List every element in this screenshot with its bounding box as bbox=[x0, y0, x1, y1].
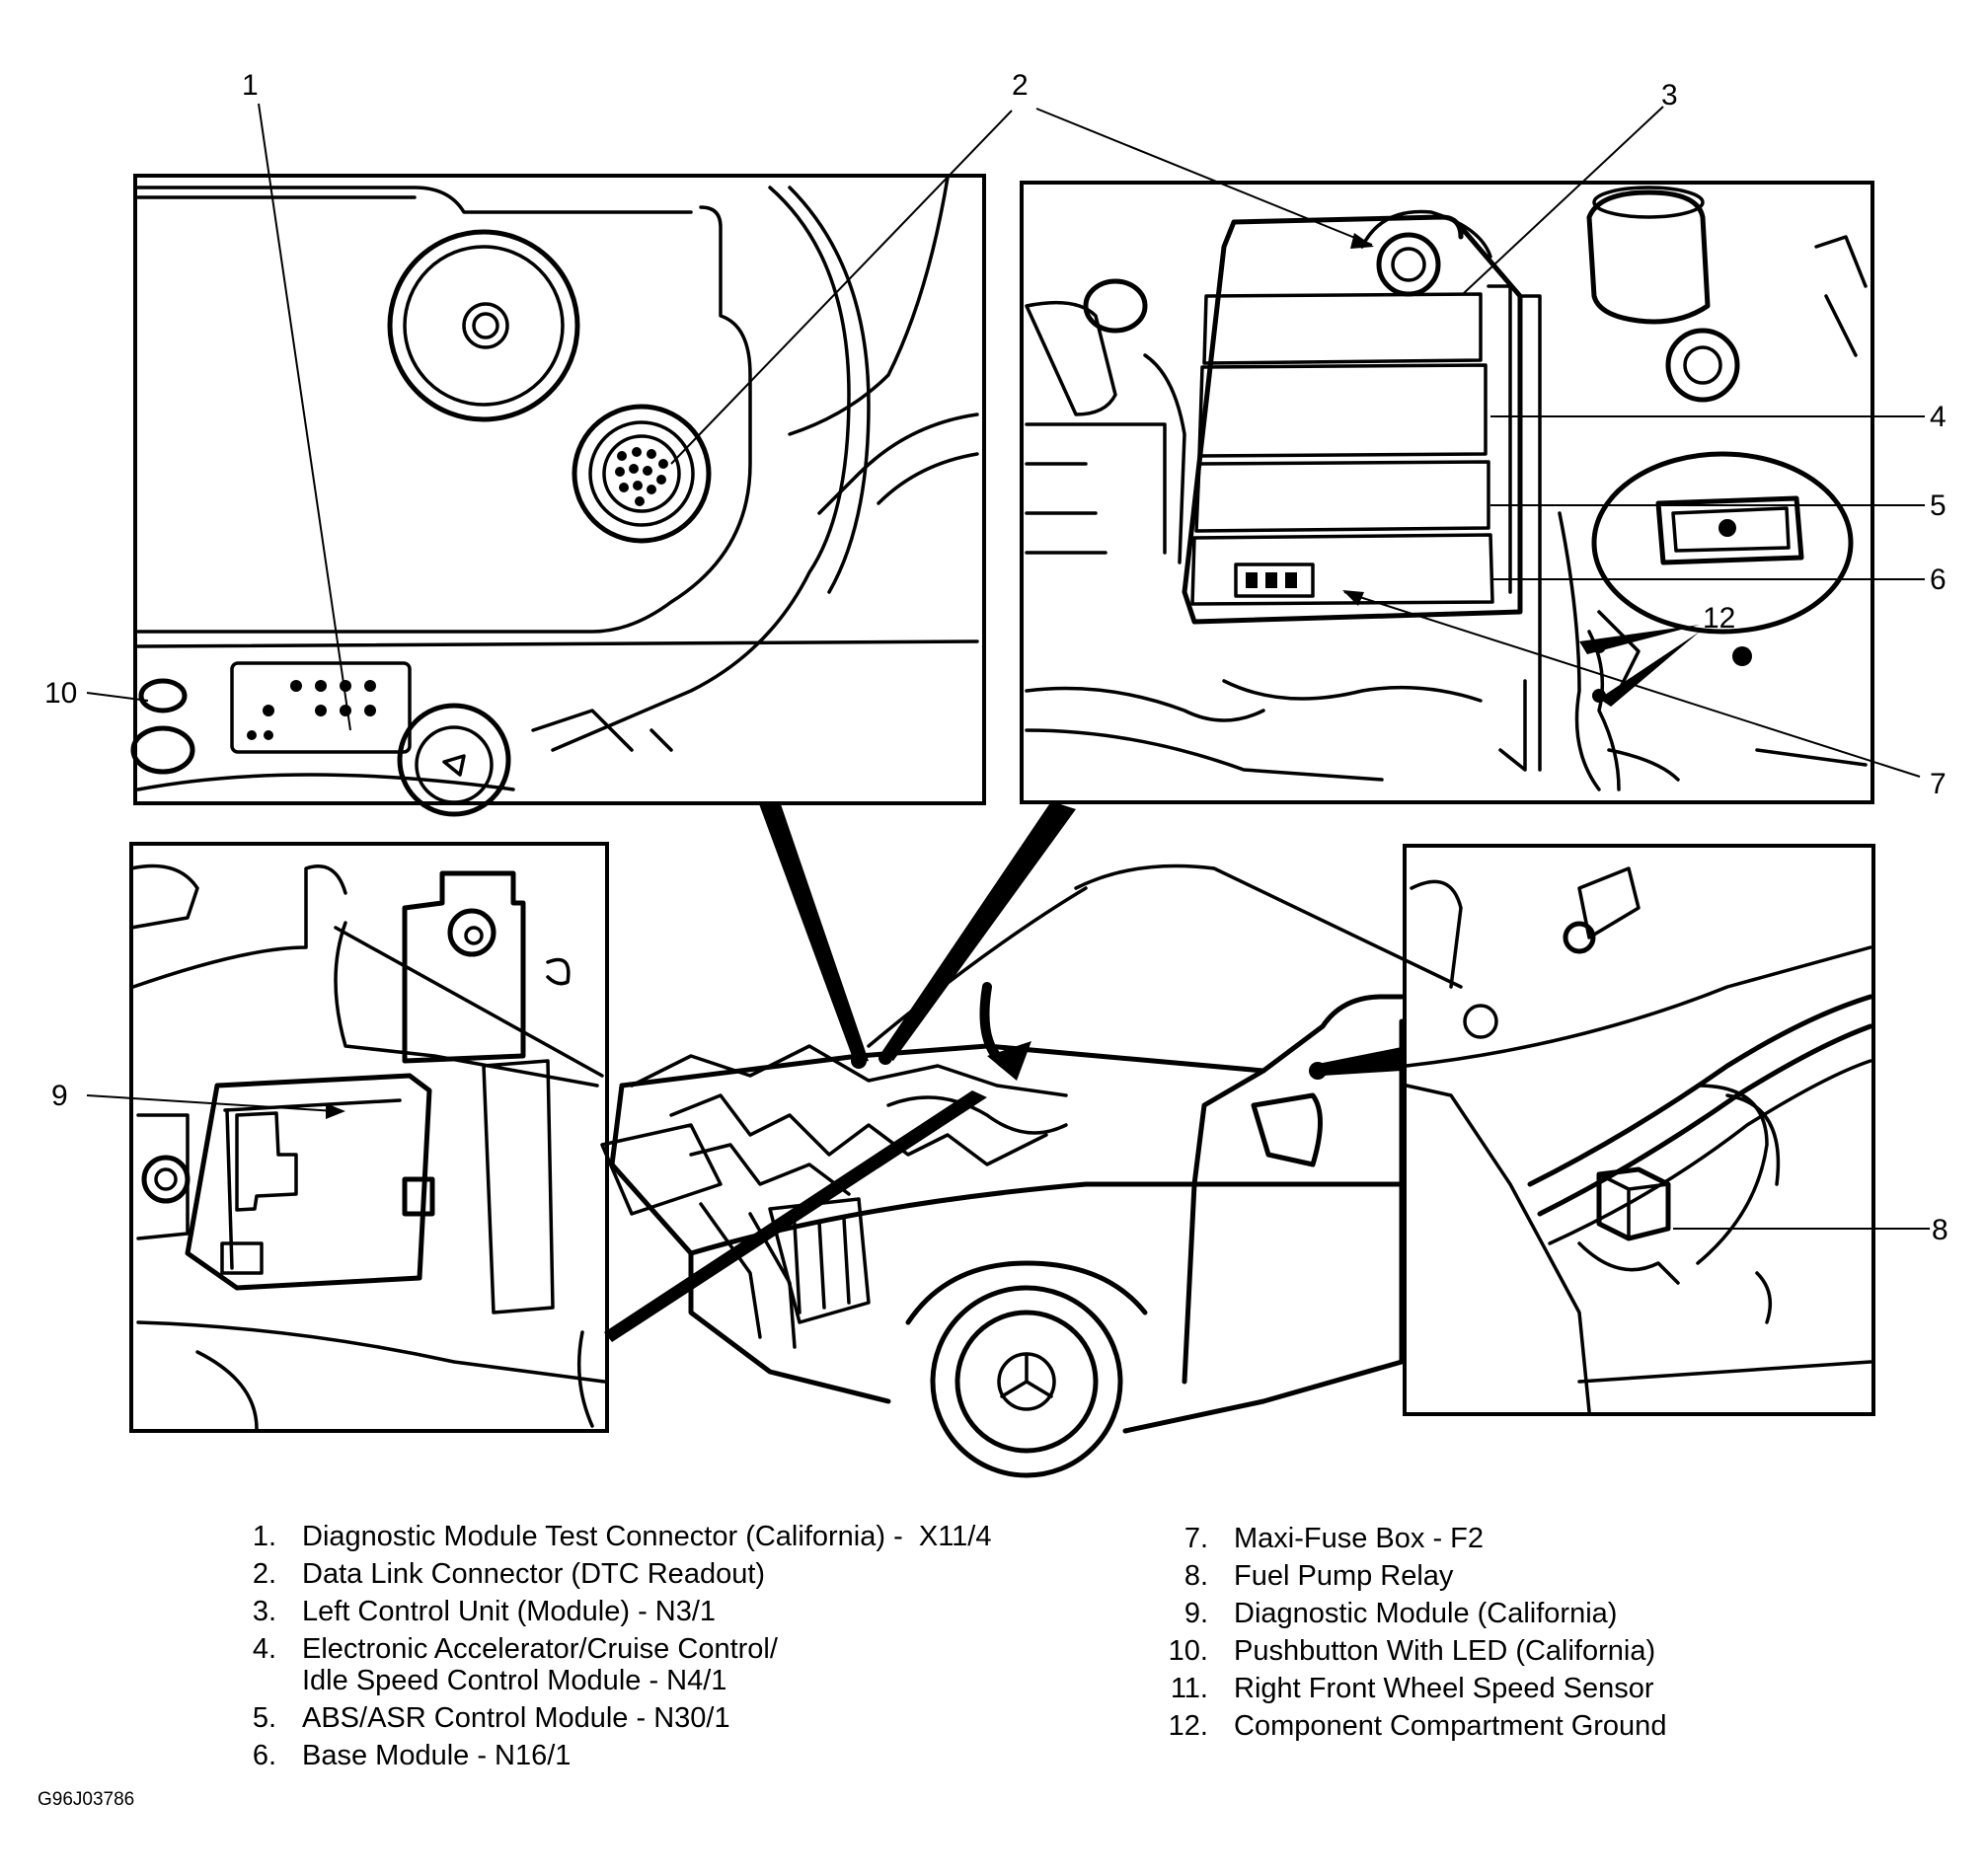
legend-item: 2. Data Link Connector (DTC Readout) bbox=[225, 1555, 991, 1593]
leader-2b bbox=[1035, 108, 1373, 246]
legend-number: 7. bbox=[1183, 1523, 1208, 1554]
callout-4: 4 bbox=[1930, 401, 1947, 433]
legend-number: 9. bbox=[1183, 1598, 1208, 1629]
legend-number: 1. bbox=[252, 1521, 276, 1552]
legend-label: Diagnostic Module (California) bbox=[1234, 1598, 1618, 1629]
callout-7: 7 bbox=[1930, 768, 1947, 800]
callout-10: 10 bbox=[44, 677, 78, 710]
legend-label: ABS/ASR Control Module - N30/1 bbox=[302, 1702, 730, 1734]
leader-1 bbox=[258, 103, 351, 731]
legend-number: 4. bbox=[252, 1633, 276, 1665]
callout-8: 8 bbox=[1932, 1214, 1948, 1246]
callout-2: 2 bbox=[1012, 69, 1029, 102]
legend-item: 1. Diagnostic Module Test Connector (Cali… bbox=[225, 1518, 992, 1555]
callout-9: 9 bbox=[51, 1080, 68, 1112]
legend-item: 5. ABS/ASR Control Module - N30/1 bbox=[225, 1699, 991, 1737]
leader-12a bbox=[1579, 625, 1700, 654]
legend-item: 6. Base Module - N16/1 bbox=[225, 1737, 991, 1774]
legend-label: Electronic Accelerator/Cruise Control/ bbox=[302, 1633, 778, 1665]
legend-number: 5. bbox=[252, 1702, 276, 1734]
legend-label: Left Control Unit (Module) - N3/1 bbox=[302, 1596, 717, 1627]
legend-number: 12. bbox=[1168, 1710, 1208, 1742]
legend-number: 3. bbox=[252, 1596, 276, 1627]
legend-item: 11. Right Front Wheel Speed Sensor bbox=[1157, 1670, 1666, 1707]
legend-left: 1. Diagnostic Module Test Connector (Cali… bbox=[225, 1518, 992, 1774]
callout-3: 3 bbox=[1661, 79, 1678, 112]
legend-number bbox=[225, 1662, 302, 1699]
callout-1: 1 bbox=[242, 69, 259, 102]
legend-item: 7. Maxi-Fuse Box - F2 bbox=[1157, 1520, 1666, 1557]
legend-number: 10. bbox=[1168, 1635, 1208, 1667]
legend-label: Component Compartment Ground bbox=[1234, 1710, 1667, 1742]
legend-label: Maxi-Fuse Box - F2 bbox=[1234, 1523, 1484, 1554]
legend-label: Diagnostic Module Test Connector (Califo… bbox=[302, 1521, 992, 1552]
legend-label: Pushbutton With LED (California) bbox=[1234, 1635, 1656, 1667]
callout-5: 5 bbox=[1930, 489, 1947, 522]
legend-label: Base Module - N16/1 bbox=[302, 1740, 572, 1771]
connector-pins bbox=[615, 447, 668, 506]
legend-number: 2. bbox=[252, 1558, 276, 1590]
inset-top-left bbox=[130, 174, 986, 817]
legend-label: Right Front Wheel Speed Sensor bbox=[1234, 1673, 1654, 1704]
legend-label: Idle Speed Control Module - N4/1 bbox=[302, 1665, 727, 1696]
callout-12: 12 bbox=[1703, 602, 1736, 635]
legend-number: 8. bbox=[1183, 1560, 1208, 1592]
vehicle-overview bbox=[600, 801, 1463, 1478]
test-connector-pins bbox=[247, 680, 376, 740]
leader-12b bbox=[1599, 632, 1700, 707]
leader-9 bbox=[86, 1094, 337, 1112]
leader-10 bbox=[86, 692, 149, 702]
legend-label: Data Link Connector (DTC Readout) bbox=[302, 1558, 766, 1590]
legend-number: 11. bbox=[1170, 1673, 1208, 1704]
inset-bottom-left bbox=[129, 842, 609, 1433]
legend-item-continuation: Idle Speed Control Module - N4/1 bbox=[225, 1662, 991, 1699]
legend-number: 6. bbox=[252, 1740, 276, 1771]
legend-item: 9. Diagnostic Module (California) bbox=[1157, 1595, 1666, 1632]
legend-item: 12. Component Compartment Ground bbox=[1157, 1707, 1667, 1745]
figure-id-label: G96J03786 bbox=[38, 1789, 135, 1810]
leader-2a bbox=[670, 110, 1013, 465]
leader-lines bbox=[86, 103, 1930, 1230]
callout-6: 6 bbox=[1930, 563, 1947, 596]
legend-right: 7. Maxi-Fuse Box - F2 8. Fuel Pump Relay 9… bbox=[1157, 1520, 1667, 1745]
inset-bottom-right bbox=[1403, 844, 1875, 1416]
legend-item: 4. Electronic Accelerator/Cruise Control/ bbox=[225, 1630, 991, 1668]
legend-label: Fuel Pump Relay bbox=[1234, 1560, 1454, 1592]
legend-item: 8. Fuel Pump Relay bbox=[1157, 1557, 1666, 1595]
leader-3 bbox=[1463, 106, 1664, 294]
legend-item: 10. Pushbutton With LED (California) bbox=[1157, 1632, 1666, 1670]
legend-item: 3. Left Control Unit (Module) - N3/1 bbox=[225, 1593, 991, 1630]
inset-top-right bbox=[1020, 181, 1874, 804]
